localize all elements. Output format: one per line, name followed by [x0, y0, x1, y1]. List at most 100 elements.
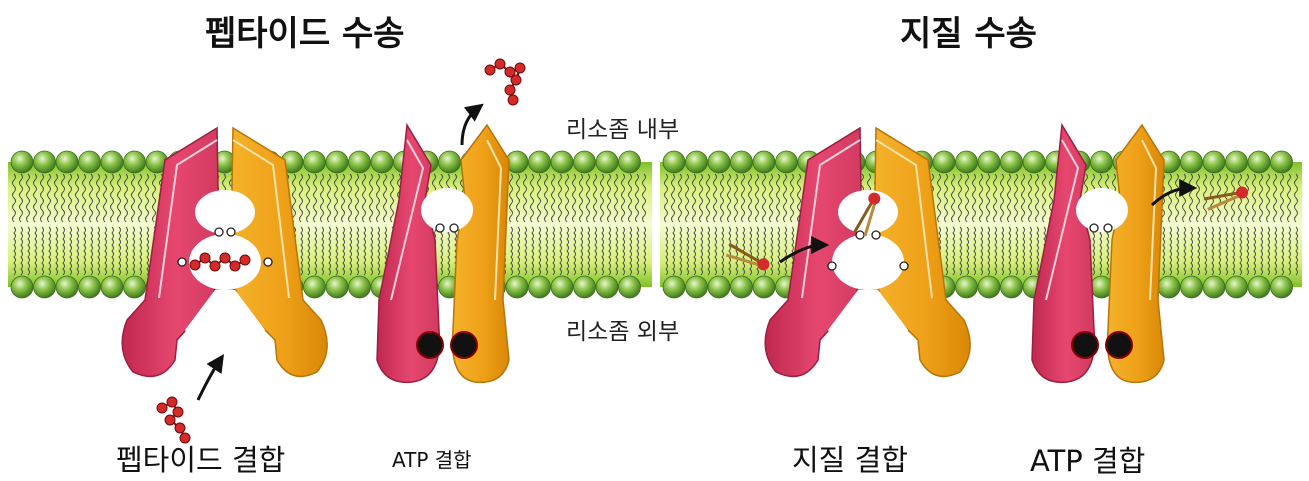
lipid-head — [1248, 151, 1270, 173]
ligand-ring-icon — [436, 224, 444, 232]
lipid-head — [326, 276, 348, 298]
lipid-head — [1226, 151, 1248, 173]
residue — [511, 75, 521, 85]
lipid-head — [11, 151, 33, 173]
lipid-head — [686, 151, 708, 173]
lipid-head — [34, 151, 56, 173]
residue — [200, 253, 210, 263]
lipid-head — [708, 151, 730, 173]
lipid-head — [304, 151, 326, 173]
residue — [173, 407, 183, 417]
ligand-ring-icon — [227, 228, 235, 236]
lipid-head — [1203, 276, 1225, 298]
lipid-head — [1001, 151, 1023, 173]
caption-peptide-binding: 펩타이드 결합 — [116, 437, 285, 479]
residue — [240, 255, 250, 265]
peptide-released — [485, 59, 525, 105]
residue — [495, 59, 505, 69]
binding-cavity — [1076, 188, 1128, 232]
binding-cavity — [832, 234, 904, 290]
lipid-head — [34, 276, 56, 298]
residue — [220, 253, 230, 263]
lipid-head — [551, 276, 573, 298]
lipid-head — [708, 276, 730, 298]
atp-molecule — [1072, 332, 1098, 358]
lipid-head — [1181, 151, 1203, 173]
lipid-head — [529, 276, 551, 298]
ligand-ring-icon — [215, 228, 223, 236]
lipid-head — [574, 151, 596, 173]
lipid-head — [956, 151, 978, 173]
atp-molecule — [1106, 332, 1132, 358]
ligand-ring-icon — [872, 231, 880, 239]
lipid-head — [596, 151, 618, 173]
lipid-head — [371, 151, 393, 173]
lipid-head — [663, 151, 685, 173]
lipid-head — [933, 151, 955, 173]
lipid-head — [1001, 276, 1023, 298]
atp-molecule — [451, 332, 477, 358]
lipid-head — [1158, 276, 1180, 298]
lipid-head — [124, 276, 146, 298]
lipid-head — [439, 151, 461, 173]
caption-lipid-binding: 지질 결합 — [792, 437, 908, 479]
lipid-head — [1023, 151, 1045, 173]
lipid-head — [596, 276, 618, 298]
lipid-head — [79, 276, 101, 298]
lipid-head — [1248, 276, 1270, 298]
lipid-head — [101, 276, 123, 298]
residue — [515, 63, 525, 73]
lipid-head — [79, 151, 101, 173]
lipid-head — [731, 276, 753, 298]
residue — [167, 397, 177, 407]
lipid-head — [574, 276, 596, 298]
ligand-ring-icon — [1090, 224, 1098, 232]
ligand-ring-icon — [178, 258, 186, 266]
lipid-head — [663, 276, 685, 298]
residue — [175, 423, 185, 433]
lipid-head — [11, 276, 33, 298]
ligand-ring-icon — [900, 262, 908, 270]
title-peptide-transport: 펩타이드 수송 — [205, 6, 405, 55]
lipid-head — [978, 151, 1000, 173]
lipid-head — [551, 151, 573, 173]
lipid-head — [529, 151, 551, 173]
ligand-ring-icon — [1104, 224, 1112, 232]
lipid-head — [326, 151, 348, 173]
binding-cavity — [195, 190, 255, 234]
lipid-head — [753, 151, 775, 173]
lipid-head — [56, 276, 78, 298]
residue — [508, 95, 518, 105]
lipid-head — [1203, 151, 1225, 173]
lipid-head — [304, 276, 326, 298]
lipid-head — [56, 151, 78, 173]
residue — [505, 85, 515, 95]
lipid-head — [753, 276, 775, 298]
lipid-head — [1181, 276, 1203, 298]
lipid-head — [1271, 276, 1293, 298]
lipid-head — [731, 151, 753, 173]
ligand-ring-icon — [450, 224, 458, 232]
lipid-head — [349, 151, 371, 173]
ligand-ring-icon — [264, 258, 272, 266]
label-lysosome-outside: 리소좀 외부 — [566, 312, 679, 346]
ligand-ring-icon — [828, 262, 836, 270]
lipid-head — [1091, 151, 1113, 173]
lipid-head — [956, 276, 978, 298]
residue — [485, 65, 495, 75]
binding-cavity — [421, 188, 473, 232]
caption-atp-binding-1: ATP 결합 — [392, 444, 472, 473]
lipid-head — [1226, 276, 1248, 298]
lipid-head — [619, 276, 641, 298]
lipid-head — [101, 151, 123, 173]
lipid-head — [978, 276, 1000, 298]
residue — [230, 261, 240, 271]
lipid-head — [686, 276, 708, 298]
residue — [157, 403, 167, 413]
lipid-head — [506, 276, 528, 298]
label-lysosome-inside: 리소좀 내부 — [566, 110, 679, 144]
residue — [190, 260, 200, 270]
caption-atp-binding-2: ATP 결합 — [1030, 438, 1145, 480]
